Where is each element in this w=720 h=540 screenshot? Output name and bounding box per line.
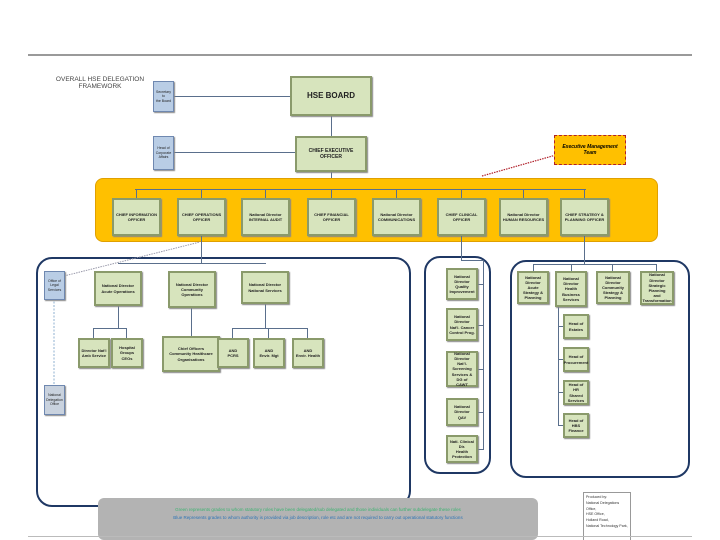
exec-team-box[interactable]: National Director COMMUNICATIONS bbox=[372, 198, 421, 236]
strategy-frame bbox=[510, 260, 690, 478]
chart-title: OVERALL HSE DELEGATION FRAMEWORK bbox=[55, 76, 145, 90]
and-pcrs-box[interactable]: AND PCRS bbox=[217, 338, 249, 368]
acute-operations-box[interactable]: National Director Acute Operations bbox=[94, 271, 142, 306]
strategy-head-box[interactable]: Head of HBS Finance bbox=[563, 413, 589, 438]
and-envir-health-box[interactable]: AND Envir. Health bbox=[292, 338, 324, 368]
ceo-box[interactable]: CHIEF EXECUTIVE OFFICER bbox=[295, 136, 367, 172]
clinical-frame bbox=[424, 256, 491, 474]
exec-team-box[interactable]: National Director HUMAN RESOURCES bbox=[499, 198, 548, 236]
exec-team-box[interactable]: CHIEF OPERATIONS OFFICER bbox=[177, 198, 226, 236]
emt-callout: Executive Management Team bbox=[554, 135, 626, 165]
operations-frame bbox=[36, 257, 411, 507]
clinical-director-box[interactable]: National Director Nat'l. Screening Servi… bbox=[446, 351, 478, 387]
ambulance-service-box[interactable]: Director Nat'l Amb Service bbox=[78, 338, 110, 368]
strategy-director-box[interactable]: National Director Health Business Servic… bbox=[555, 271, 587, 307]
hse-board-box[interactable]: HSE BOARD bbox=[290, 76, 372, 116]
exec-team-box[interactable]: CHIEF CLINICAL OFFICER bbox=[437, 198, 486, 236]
strategy-head-box[interactable]: Head of Estates bbox=[563, 314, 589, 339]
exec-team-box[interactable]: CHIEF STRATEGY & PLANNING OFFICER bbox=[560, 198, 609, 236]
exec-team-box[interactable]: CHIEF FINANCIAL OFFICER bbox=[307, 198, 356, 236]
clinical-director-box[interactable]: National Director Nat'l. Cancer Control … bbox=[446, 308, 478, 341]
corporate-affairs-box[interactable]: Head of Corporate Affairs bbox=[153, 136, 174, 170]
legend-panel: Green represents grades to whom statutor… bbox=[98, 498, 538, 540]
exec-team-box[interactable]: National Director INTERNAL AUDIT bbox=[241, 198, 290, 236]
produced-by-box: Produced by: National Delegations Office… bbox=[583, 492, 631, 540]
delegation-office-box[interactable]: National Delegation Office bbox=[44, 385, 65, 415]
callout-pointer bbox=[481, 154, 557, 177]
clinical-director-box[interactable]: National Director Quality Improvement bbox=[446, 268, 478, 300]
clinical-director-box[interactable]: Natl. Clinical Dir. Health Protection bbox=[446, 435, 478, 463]
community-operations-box[interactable]: National Director Community Operations bbox=[168, 271, 216, 308]
legal-dashed-link bbox=[63, 241, 201, 277]
top-rule bbox=[28, 54, 692, 56]
chief-officers-cho-box[interactable]: Chief Officers Community Healthcare Orga… bbox=[162, 336, 220, 372]
secretary-box[interactable]: Secretary to the Board bbox=[153, 81, 174, 112]
clinical-director-box[interactable]: National Director QAV bbox=[446, 398, 478, 426]
strategy-director-box[interactable]: National Director Strategic Planning and… bbox=[640, 271, 674, 305]
strategy-head-box[interactable]: Head of Procurement bbox=[563, 347, 589, 372]
hospital-groups-box[interactable]: Hospital Groups CEOs bbox=[111, 338, 143, 368]
bottom-rule bbox=[28, 536, 692, 537]
exec-team-box[interactable]: CHIEF INFORMATION OFFICER bbox=[112, 198, 161, 236]
legend-blue-text: Blue Represents grades to whom authority… bbox=[173, 515, 463, 520]
legend-green-text: Green represents grades to whom statutor… bbox=[175, 507, 461, 512]
and-envir-mgt-box[interactable]: AND Envir. Mgt bbox=[253, 338, 285, 368]
legal-services-box[interactable]: Office of Legal Services bbox=[44, 271, 65, 300]
strategy-director-box[interactable]: National Director Acute Strategy & Plann… bbox=[517, 271, 549, 304]
national-services-box[interactable]: National Director National Services bbox=[241, 271, 289, 304]
strategy-director-box[interactable]: National Director Community Strategy & P… bbox=[596, 271, 630, 304]
delegation-dashed-link bbox=[53, 298, 55, 386]
strategy-head-box[interactable]: Head of HR Shared Services bbox=[563, 380, 589, 405]
